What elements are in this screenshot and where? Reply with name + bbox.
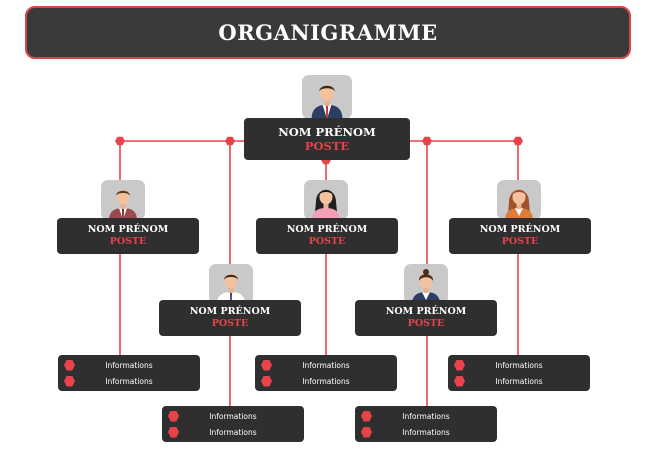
info-box-2[interactable]: Informations Informations — [255, 355, 397, 391]
avatar-man-2 — [209, 264, 253, 304]
person-name: NOM PRÉNOM — [87, 224, 169, 236]
avatar-woman-3 — [404, 264, 448, 304]
person-role: POSTE — [304, 139, 350, 153]
info-text: Informations — [402, 411, 450, 421]
connector-node — [225, 136, 235, 146]
hexagon-bullet-icon — [454, 375, 465, 387]
hexagon-bullet-icon — [361, 426, 372, 438]
connector-node — [115, 136, 125, 146]
person-card-5[interactable]: NOM PRÉNOM POSTE — [355, 300, 497, 336]
person-role: POSTE — [501, 236, 539, 247]
person-role: POSTE — [308, 236, 346, 247]
info-text: Informations — [209, 427, 257, 437]
hexagon-bullet-icon — [361, 410, 372, 422]
info-box-1[interactable]: Informations Informations — [58, 355, 200, 391]
avatar-woman-2 — [497, 180, 541, 220]
hexagon-bullet-icon — [64, 375, 75, 387]
person-name: NOM PRÉNOM — [278, 124, 376, 139]
info-text: Informations — [402, 427, 450, 437]
info-box-3[interactable]: Informations Informations — [448, 355, 590, 391]
connector-node — [513, 136, 523, 146]
avatar-woman-1 — [304, 180, 348, 220]
avatar-man-1 — [101, 180, 145, 220]
hexagon-bullet-icon — [64, 359, 75, 371]
info-text: Informations — [302, 376, 350, 386]
person-name: NOM PRÉNOM — [385, 306, 467, 318]
person-card-3[interactable]: NOM PRÉNOM POSTE — [449, 218, 591, 254]
hexagon-bullet-icon — [168, 426, 179, 438]
info-box-4[interactable]: Informations Informations — [162, 406, 304, 442]
person-role: POSTE — [109, 236, 147, 247]
info-text: Informations — [105, 360, 153, 370]
info-box-5[interactable]: Informations Informations — [355, 406, 497, 442]
info-text: Informations — [495, 360, 543, 370]
top-person-card[interactable]: NOM PRÉNOM POSTE — [244, 118, 410, 160]
person-name: NOM PRÉNOM — [189, 306, 271, 318]
info-text: Informations — [105, 376, 153, 386]
person-name: NOM PRÉNOM — [286, 224, 368, 236]
person-name: NOM PRÉNOM — [479, 224, 561, 236]
hexagon-bullet-icon — [168, 410, 179, 422]
person-role: POSTE — [407, 318, 445, 329]
hexagon-bullet-icon — [261, 359, 272, 371]
info-text: Informations — [302, 360, 350, 370]
person-card-1[interactable]: NOM PRÉNOM POSTE — [57, 218, 199, 254]
person-card-2[interactable]: NOM PRÉNOM POSTE — [256, 218, 398, 254]
hexagon-bullet-icon — [261, 375, 272, 387]
avatar-top-man — [302, 75, 352, 119]
info-text: Informations — [209, 411, 257, 421]
info-text: Informations — [495, 376, 543, 386]
connector-node — [422, 136, 432, 146]
page-title: ORGANIGRAMME — [218, 20, 438, 45]
person-card-4[interactable]: NOM PRÉNOM POSTE — [159, 300, 301, 336]
hexagon-bullet-icon — [454, 359, 465, 371]
person-role: POSTE — [211, 318, 249, 329]
title-banner: ORGANIGRAMME — [25, 6, 631, 59]
